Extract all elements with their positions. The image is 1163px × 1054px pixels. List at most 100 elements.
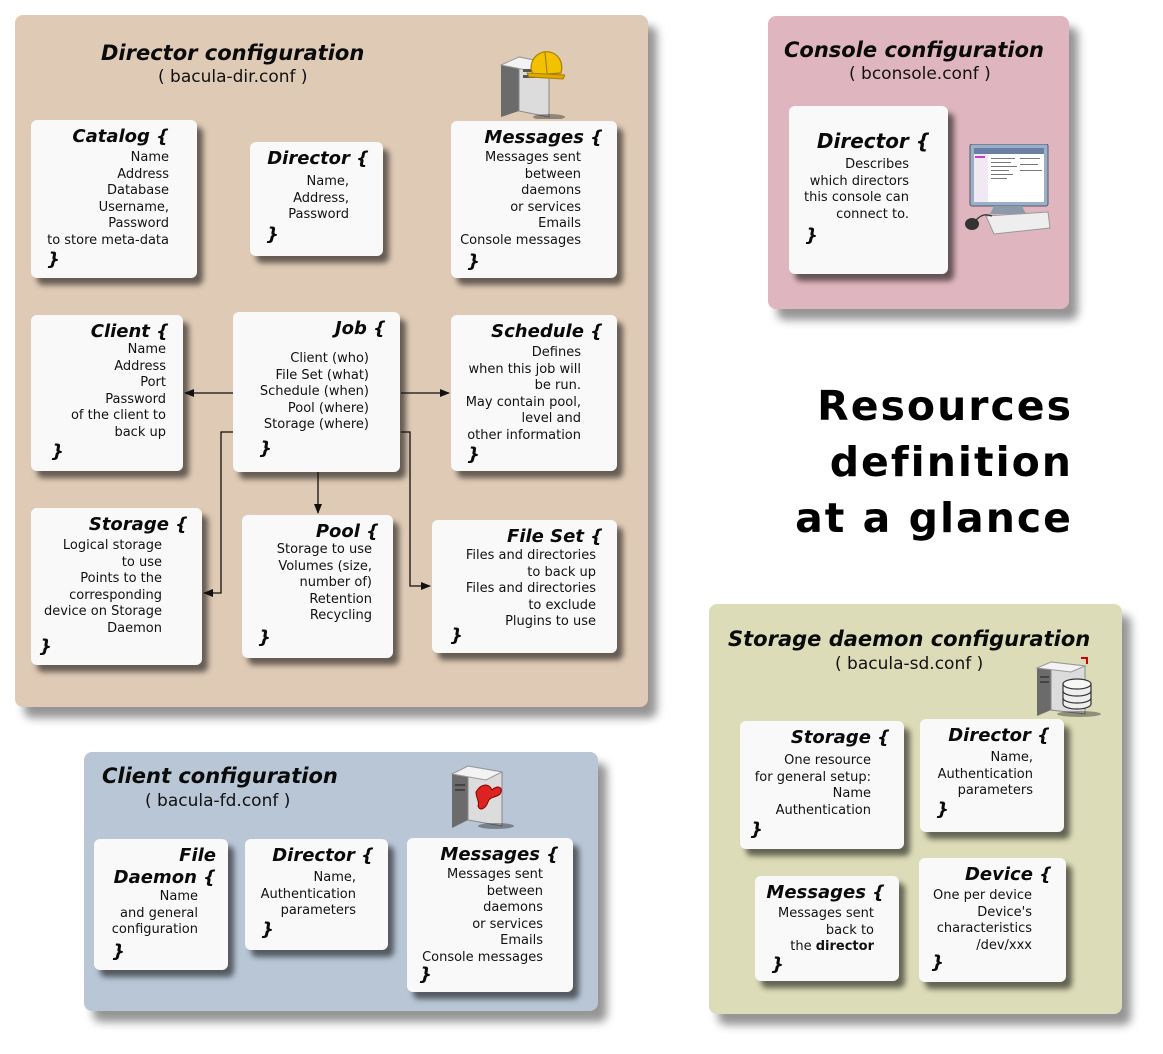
sd-device-fields: One per device Device's characteristics … (933, 888, 1032, 954)
client-messages-fields: Messages sent between daemons or service… (422, 867, 543, 966)
client-field: Address (114, 358, 166, 374)
console-director-field: which directors (809, 173, 909, 189)
sd-storage-fields: One resource for general setup: Name Aut… (755, 753, 871, 819)
catalog-field: Name (130, 150, 169, 165)
sd-storage-field: Name (832, 786, 871, 801)
filedaemon-field: configuration (111, 922, 198, 937)
fileset-field: to back up (527, 564, 596, 580)
pool-field: Volumes (size, (278, 558, 372, 574)
server-database-icon (1029, 654, 1105, 720)
catalog-resource-card: Catalog { Name Address Database Username… (31, 120, 197, 278)
client-messages-close-brace: } (419, 964, 432, 985)
messages-resource-card: Messages { Messages sent between daemons… (451, 121, 617, 278)
schedule-resource-card: Schedule { Defines when this job will be… (451, 315, 617, 471)
storage-close-brace: } (39, 636, 52, 657)
sd-director-field: Authentication (937, 766, 1033, 782)
client-field: Name (127, 342, 166, 357)
sd-messages-field: the director (778, 939, 874, 956)
filedaemon-resource-fields: Name and general configuration (112, 889, 198, 939)
arrow-job-to-storage (203, 431, 233, 597)
client-messages-field: Console messages (422, 949, 543, 965)
schedule-field: Defines (531, 345, 581, 360)
sd-device-field: One per device (932, 888, 1032, 903)
pool-resource-fields: Storage to use Volumes (size, number of)… (277, 542, 372, 625)
storage-field: Points to the (80, 571, 162, 586)
sd-device-name: Device { (964, 864, 1052, 885)
filedaemon-close-brace: } (112, 941, 125, 962)
console-director-field: Describes (845, 157, 909, 172)
director-field: Address, (293, 190, 349, 206)
console-director-close-brace: } (805, 225, 818, 246)
sd-director-field: parameters (957, 783, 1033, 798)
headline-line: Resources (817, 382, 1073, 430)
pool-resource-name: Pool { (315, 521, 379, 542)
sd-director-name: Director { (948, 725, 1050, 746)
job-field: Pool (where) (287, 400, 369, 416)
director-field: Password (288, 207, 349, 222)
fileset-field: Files and directories (465, 581, 596, 596)
client-resource-name: Client { (90, 321, 169, 342)
director-config-file: ( bacula-dir.conf ) (158, 67, 308, 87)
client-director-close-brace: } (261, 919, 274, 940)
sd-device-field: characteristics (936, 921, 1032, 936)
client-messages-field: or services (472, 916, 543, 932)
filedaemon-field: Name (159, 889, 198, 904)
storage-resource-card: Storage { Logical storage to use Points … (31, 508, 202, 665)
headline-text: Resources definition at a glance (795, 378, 1073, 546)
sd-device-close-brace: } (931, 952, 944, 973)
sd-messages-fields: Messages sent back to the director (778, 906, 874, 956)
console-config-panel: Console configuration ( bconsole.conf ) … (768, 16, 1069, 309)
filedaemon-resource-card: File Daemon { Name and general configura… (94, 839, 228, 970)
messages-resource-fields: Messages sent between daemons or service… (460, 150, 581, 249)
schedule-field: May contain pool, (465, 394, 581, 410)
console-director-fields: Describes which directors this console c… (804, 157, 909, 223)
schedule-resource-name: Schedule { (491, 321, 603, 342)
client-messages-field: Emails (500, 933, 543, 948)
sd-director-card: Director { Name, Authentication paramete… (920, 719, 1064, 832)
storage-field: device on Storage (43, 604, 162, 619)
messages-field: between (524, 166, 581, 182)
director-resource-name: Director { (267, 148, 369, 169)
director-close-brace: } (266, 224, 279, 245)
client-field: Password (105, 391, 166, 407)
client-director-field: Name, (313, 870, 357, 885)
sd-device-card: Device { One per device Device's charact… (919, 858, 1066, 982)
director-resource-fields: Name, Address, Password (288, 174, 349, 224)
sd-storage-field: One resource (784, 753, 871, 768)
fileset-field: to exclude (528, 597, 596, 613)
console-director-card: Director { Describes which directors thi… (789, 106, 948, 274)
client-field: Port (140, 375, 166, 390)
sd-messages-field: Messages sent (778, 906, 874, 921)
client-messages-field: between (486, 883, 543, 899)
client-director-field: parameters (280, 903, 356, 918)
client-messages-field: Messages sent (447, 867, 543, 882)
sd-config-title: Storage daemon configuration (728, 627, 1091, 651)
job-close-brace: } (259, 438, 272, 459)
sd-storage-field: for general setup: (754, 769, 871, 785)
director-config-title: Director configuration (101, 41, 365, 65)
console-director-field: connect to. (836, 206, 909, 222)
schedule-field: when this job will (468, 361, 581, 377)
sd-messages-card: Messages { Messages sent back to the dir… (755, 876, 899, 981)
schedule-field: other information (467, 427, 581, 443)
messages-field: daemons (521, 183, 581, 198)
schedule-field: level and (521, 411, 581, 426)
sd-storage-name: Storage { (790, 727, 890, 748)
fileset-resource-name: File Set { (507, 526, 603, 547)
sd-storage-close-brace: } (750, 819, 763, 840)
job-resource-fields: Client (who) File Set (what) Schedule (w… (260, 351, 369, 434)
fileset-close-brace: } (450, 625, 463, 646)
client-messages-name: Messages { (440, 844, 559, 865)
server-helmet-icon (495, 43, 566, 120)
client-resource-fields: Name Address Port Password of the client… (71, 342, 166, 441)
job-field: Client (who) (290, 351, 369, 366)
messages-close-brace: } (467, 251, 480, 272)
sd-messages-director-word: director (815, 939, 874, 954)
messages-field: Messages sent (485, 150, 581, 165)
catalog-resource-name: Catalog { (72, 126, 169, 147)
arrow-job-to-fileset (401, 431, 431, 590)
messages-field: or services (510, 199, 581, 215)
client-config-file: ( bacula-fd.conf ) (145, 791, 291, 811)
sd-config-panel: Storage daemon configuration ( bacula-sd… (709, 604, 1122, 1014)
